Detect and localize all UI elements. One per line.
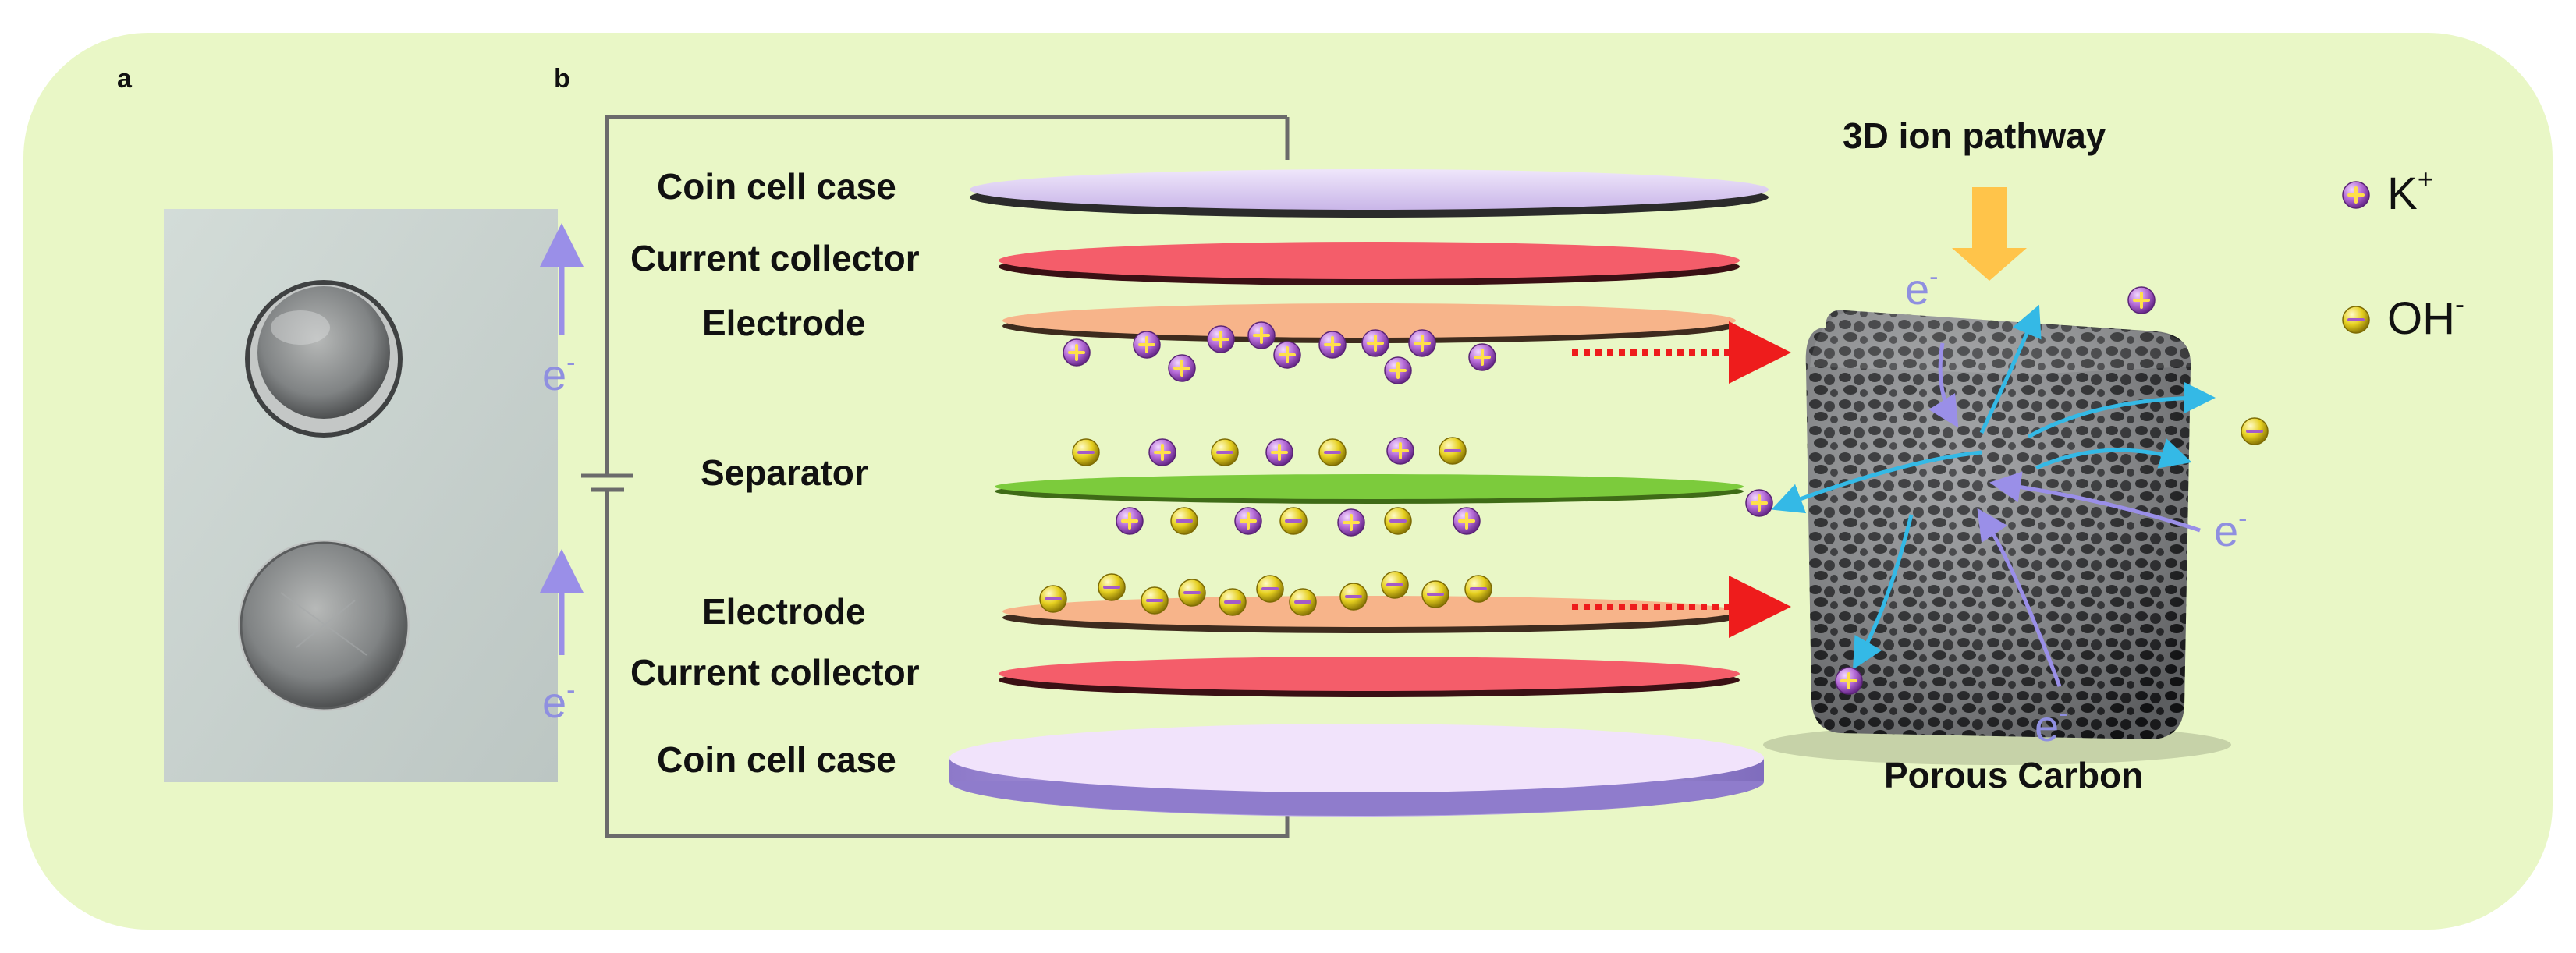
oh-ion-icon (1038, 584, 1068, 614)
k-ion-icon (1383, 356, 1413, 385)
electron-label-cube-bottom: e- (2035, 699, 2067, 750)
layer-coin-cell-case-bottom (949, 724, 1764, 817)
electron-label-upper: e- (542, 348, 575, 399)
oh-ion-icon (1140, 586, 1169, 615)
legend-oh-ion-label: OH- (2387, 288, 2464, 344)
label-electrode-top: Electrode (702, 303, 866, 343)
k-ion-icon (2127, 285, 2156, 315)
oh-ion-icon (1288, 587, 1318, 617)
oh-ion-icon (1210, 438, 1240, 467)
coin-cell-top-image (245, 280, 403, 438)
k-ion-icon (1272, 340, 1302, 370)
oh-ion-icon (1380, 570, 1410, 600)
oh-ion-icon (1339, 582, 1368, 611)
oh-ion-icon (1464, 574, 1493, 604)
k-ion-icon (1206, 324, 1236, 354)
oh-ion-icon (1097, 572, 1127, 602)
layer-electrode-bottom (1002, 596, 1736, 633)
k-ion-icon (1167, 353, 1197, 383)
k-ion-icon (1834, 666, 1864, 696)
ion-arrows (1771, 304, 2216, 670)
oh-ion-icon (1421, 579, 1450, 609)
external-circuit-wire (605, 115, 1290, 838)
label-coin-cell-case-bottom: Coin cell case (657, 739, 896, 780)
coin-cell-photo (164, 209, 558, 782)
k-ion-icon (1318, 330, 1347, 360)
k-ion-icon (1467, 342, 1497, 372)
label-coin-cell-case-top: Coin cell case (657, 166, 896, 207)
k-ion-icon (1452, 506, 1481, 536)
label-electrode-bottom: Electrode (702, 591, 866, 632)
k-ion-icon (1115, 506, 1144, 536)
legend: K+ OH- (2341, 163, 2464, 344)
coin-cell-bottom-image (238, 540, 410, 711)
label-separator: Separator (701, 452, 868, 493)
k-ion-icon (1265, 438, 1294, 467)
oh-ion-icon (1255, 574, 1285, 604)
layer-coin-cell-case-top (970, 169, 1769, 218)
layer-current-collector-top (999, 242, 1740, 285)
electron-label-cube-right: e- (2214, 504, 2247, 555)
legend-k-ion-label: K+ (2387, 163, 2434, 219)
oh-ion-icon (1169, 506, 1199, 536)
k-ion-icon (1247, 321, 1276, 350)
electron-label-cube-top: e- (1905, 262, 1938, 314)
layer-current-collector-bottom (999, 657, 1740, 697)
oh-ion-icon (1279, 506, 1308, 536)
legend-k-ion-icon (2341, 180, 2371, 210)
electron-arrows (1928, 342, 2201, 687)
oh-ion-icon (1438, 436, 1467, 466)
electron-label-lower: e- (542, 675, 575, 727)
panel-label-a: a (117, 64, 133, 94)
oh-ion-icon (1071, 438, 1101, 467)
porous-carbon-label: Porous Carbon (1884, 755, 2143, 795)
k-ion-icon (1407, 328, 1437, 358)
layer-separator (995, 474, 1744, 504)
oh-ion-icon (1383, 506, 1413, 536)
oh-ion-icon (1318, 438, 1347, 467)
oh-ion-icon (1177, 578, 1207, 608)
k-ion-icon (1386, 436, 1415, 466)
oh-ion-icon (1218, 587, 1247, 617)
panel-label-b: b (554, 64, 570, 94)
k-ion-icon (1132, 330, 1162, 360)
k-ion-icon (1148, 438, 1177, 467)
k-ion-icon (1336, 508, 1366, 537)
pathway-label: 3D ion pathway (1843, 115, 2106, 156)
k-ion-icon (1062, 338, 1091, 367)
pathway-arrow (1952, 187, 2027, 281)
k-ion-icon (1361, 328, 1390, 358)
label-current-collector-bottom: Current collector (630, 652, 920, 693)
legend-oh-ion-icon (2341, 305, 2371, 335)
oh-ion-icon (2240, 416, 2269, 446)
label-current-collector-top: Current collector (630, 238, 920, 278)
layer-electrode-top (1002, 303, 1736, 343)
k-ion-icon (1233, 506, 1263, 536)
k-ion-icon (1744, 488, 1774, 518)
